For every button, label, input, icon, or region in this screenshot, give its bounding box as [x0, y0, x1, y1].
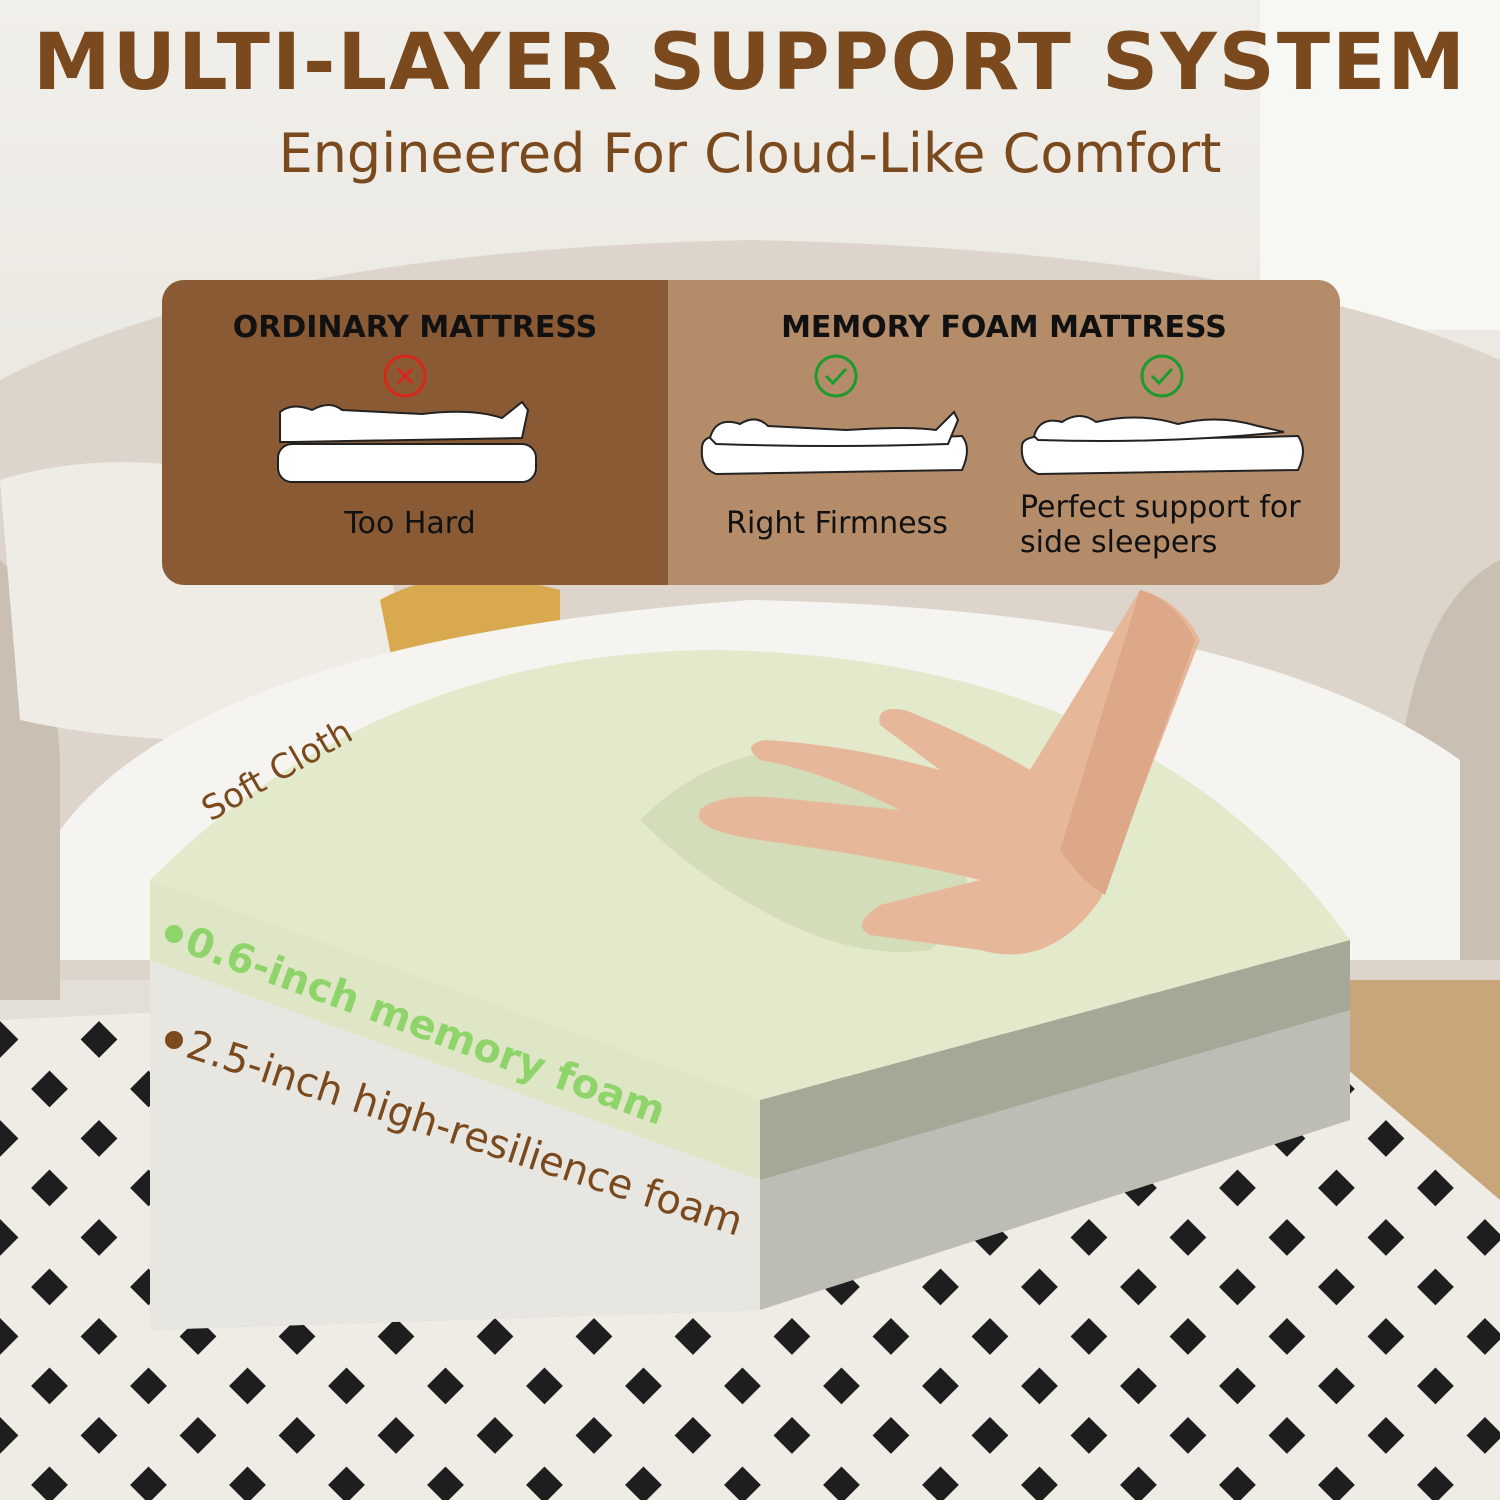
- page-title: MULTI-LAYER SUPPORT SYSTEM: [33, 18, 1467, 108]
- memory-foam-heading: MEMORY FOAM MATTRESS: [781, 310, 1227, 345]
- comparison-panel: ORDINARY MATTRESS Too Hard MEMORY FOAM M…: [162, 280, 1340, 585]
- right-firmness-sleeper-icon: [700, 410, 968, 476]
- side-sleeper-caption-line2: side sleepers: [1020, 525, 1218, 560]
- cross-circle-icon: [383, 354, 427, 398]
- ordinary-caption: Too Hard: [344, 506, 476, 541]
- side-sleeper-caption: Perfect support for side sleepers: [1020, 490, 1330, 560]
- side-sleeper-icon: [1020, 415, 1304, 476]
- brown-bullet-icon: [165, 1031, 183, 1049]
- side-sleeper-caption-line1: Perfect support for: [1020, 490, 1301, 525]
- memory-foam-section: MEMORY FOAM MATTRESS Right Firmness Perf…: [668, 280, 1340, 585]
- ordinary-mattress-section: ORDINARY MATTRESS Too Hard: [162, 280, 668, 585]
- right-firmness-caption: Right Firmness: [726, 506, 948, 541]
- page-subtitle: Engineered For Cloud-Like Comfort: [278, 122, 1222, 185]
- check-circle-icon: [814, 354, 858, 398]
- green-bullet-icon: [165, 925, 183, 943]
- ordinary-heading: ORDINARY MATTRESS: [232, 310, 598, 345]
- check-circle-icon: [1140, 354, 1184, 398]
- hard-mattress-sleeper-icon: [277, 400, 537, 483]
